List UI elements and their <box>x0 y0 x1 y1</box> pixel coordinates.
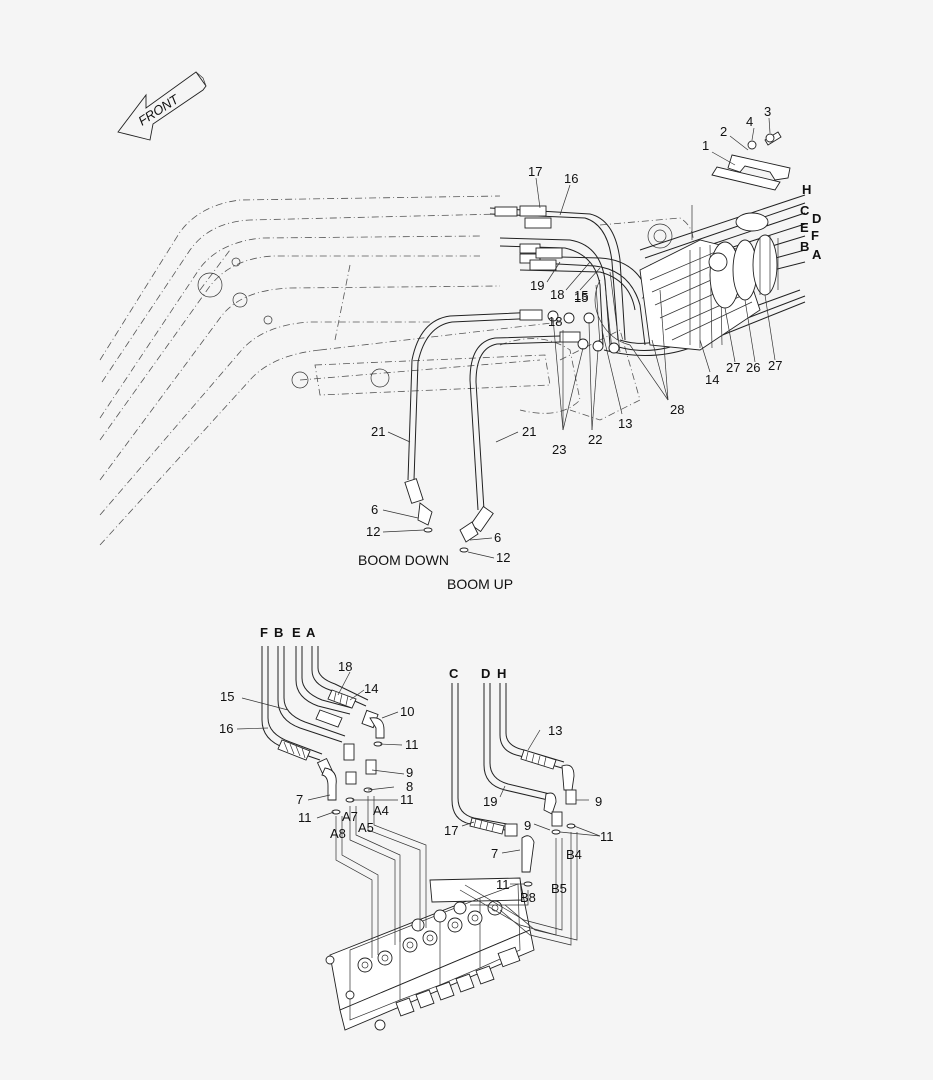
callout-15b: 15 <box>574 288 588 303</box>
callout-26: 26 <box>746 360 760 375</box>
callout-18-bottom: 18 <box>338 659 352 674</box>
caption-boom-up: BOOM UP <box>447 576 513 592</box>
boom-outline <box>99 195 694 546</box>
callout-9a-bottom: 9 <box>406 765 413 780</box>
port-A7: A7 <box>342 809 358 824</box>
port-letter-F: F <box>811 228 819 243</box>
port-letter-B-bottom: B <box>274 625 283 640</box>
callout-7a-bottom: 7 <box>296 792 303 807</box>
callout-27a: 27 <box>726 360 740 375</box>
callout-15a: 15 <box>574 290 588 305</box>
top-leaders <box>382 177 776 559</box>
spool-caps <box>325 946 521 1031</box>
callout-10-bottom: 10 <box>400 704 414 719</box>
callout-9c-bottom: 9 <box>524 818 531 833</box>
callout-16-bottom: 16 <box>219 721 233 736</box>
callout-1: 1 <box>702 138 709 153</box>
callout-28: 28 <box>670 402 684 417</box>
callout-4: 4 <box>746 114 753 129</box>
port-letter-H: H <box>802 182 811 197</box>
callout-14-bottom: 14 <box>364 681 378 696</box>
callout-12b: 12 <box>496 550 510 565</box>
bottom-callouts: F B E A C D H 18 14 15 10 16 11 9 8 11 7… <box>219 625 614 905</box>
callout-9b-bottom: 9 <box>595 794 602 809</box>
callout-21b: 21 <box>522 424 536 439</box>
callout-14: 14 <box>705 372 719 387</box>
boom-hoses <box>404 309 620 553</box>
callout-18a: 18 <box>550 287 564 302</box>
callout-17: 17 <box>528 164 542 179</box>
callout-19: 19 <box>530 278 544 293</box>
front-arrow-icon: FRONT <box>117 71 207 141</box>
port-letter-A-bottom: A <box>306 625 316 640</box>
callout-11c-bottom: 11 <box>298 810 312 825</box>
callout-16: 16 <box>564 171 578 186</box>
callout-11d-bottom: 11 <box>600 829 614 844</box>
control-valve-block <box>325 796 578 1031</box>
callout-11e-bottom: 11 <box>496 877 510 892</box>
callout-13: 13 <box>618 416 632 431</box>
port-letter-C-bottom: C <box>449 666 459 681</box>
callout-11b-bottom: 11 <box>400 792 414 807</box>
port-letter-H-bottom: H <box>497 666 506 681</box>
callout-11a-bottom: 11 <box>405 737 419 752</box>
callout-6a: 6 <box>371 502 378 517</box>
port-letter-D: D <box>812 211 821 226</box>
port-A5: A5 <box>358 820 374 835</box>
port-B5: B5 <box>551 881 567 896</box>
clamp-assembly <box>711 117 791 191</box>
port-letter-D-bottom: D <box>481 666 490 681</box>
bottom-hoses-right <box>451 683 577 887</box>
bottom-hoses-left <box>261 646 385 815</box>
callout-17-bottom: 17 <box>444 823 458 838</box>
front-label: FRONT <box>135 91 182 129</box>
port-letter-E-bottom: E <box>292 625 301 640</box>
top-callouts: 1 2 4 3 17 16 19 18 15 18 15 14 27 26 27… <box>358 104 782 592</box>
port-letter-C: C <box>800 203 810 218</box>
callout-2: 2 <box>720 124 727 139</box>
callout-15-bottom: 15 <box>220 689 234 704</box>
callout-22: 22 <box>588 432 602 447</box>
callout-19-bottom: 19 <box>483 794 497 809</box>
port-letter-B: B <box>800 239 809 254</box>
callout-3: 3 <box>764 104 771 119</box>
callout-8-bottom: 8 <box>406 779 413 794</box>
callout-18b: 18 <box>548 314 562 329</box>
port-B8: B8 <box>520 890 536 905</box>
callout-27b: 27 <box>768 358 782 373</box>
callout-13-bottom: 13 <box>548 723 562 738</box>
top-hose-bundle <box>489 194 806 356</box>
port-letter-E: E <box>800 220 809 235</box>
port-letter-F-bottom: F <box>260 625 268 640</box>
port-letter-A: A <box>812 247 822 262</box>
port-B4: B4 <box>566 847 582 862</box>
callout-12a: 12 <box>366 524 380 539</box>
port-A4: A4 <box>373 803 389 818</box>
bottom-leaders <box>236 671 601 885</box>
callout-23: 23 <box>552 442 566 457</box>
callout-7b-bottom: 7 <box>491 846 498 861</box>
caption-boom-down: BOOM DOWN <box>358 552 449 568</box>
top-port-letters: H C D E F B A <box>800 182 822 262</box>
port-A8: A8 <box>330 826 346 841</box>
callout-21a: 21 <box>371 424 385 439</box>
callout-6b: 6 <box>494 530 501 545</box>
